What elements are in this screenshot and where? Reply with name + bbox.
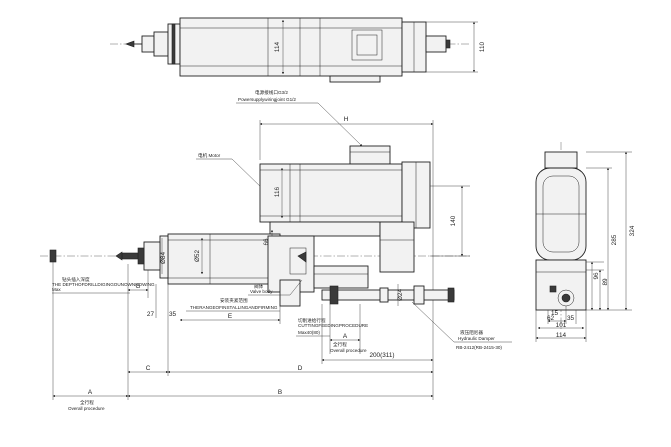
dim-D: D [298,365,303,372]
end-dim-96: 96 [593,272,600,280]
top-main-body [179,17,403,77]
valve-body-cn: 阀体 [254,283,264,290]
spindle-housing [167,233,281,285]
cutting-feed-en: CUTTINGFEEDINGPROCEDURE [298,323,368,328]
dim-52: Ø52 [194,250,201,263]
top-dim-114: 114 [274,41,281,52]
damper-model: RB-2412(RB-2415-30) [456,345,502,350]
junction-box [349,145,391,165]
end-dim-114: 114 [556,332,567,339]
dim-B: B [278,389,282,396]
end-dim-101: 101 [556,322,567,329]
cutting-feed-max: Max40(80) [298,330,320,335]
dim-24: Ø24 [397,289,404,302]
end-view: 285 324 96 89 15 62 35 101 114 [535,142,636,342]
drill-tip [125,40,135,48]
overall-inner-en: Overall procedure [330,348,367,353]
dim-G: G [136,283,141,290]
overall-cn: 全行程 [80,399,94,406]
top-view: 114 110 [110,17,486,83]
overall-inner-cn: 全行程 [333,341,347,348]
dim-140: 140 [450,215,457,226]
dim-35: 35 [169,311,177,318]
cutting-feed-cn: 切削进给行程 [298,317,326,324]
dim-A: A [88,389,93,396]
install-range-cn: 安装夹紧范围 [220,297,248,304]
dim-116: 116 [274,186,281,197]
power-joint-label-en: Powersupplywiringjoint G1/2 [238,97,296,102]
end-dim-35: 35 [567,315,575,322]
dim-A-inner: A [343,333,348,340]
install-range-en: THERANGEOFINSTALLINGANDFIRMING [190,305,278,310]
end-dim-324: 324 [629,225,636,236]
top-dim-110: 110 [479,41,486,52]
drill-depth-max: Max [52,287,61,292]
end-dim-15: 15 [551,310,559,317]
damper-cn: 液压阻尼器 [460,329,483,336]
dim-200: 200(311) [369,352,394,359]
dim-E: E [228,313,232,320]
dim-27: 27 [147,311,155,318]
damper-en: Hydraulic Damper [458,336,495,341]
valve-body-en: Valve body [250,289,273,294]
motor [259,163,403,223]
power-joint-label-cn: 电源接线口G3/2 [255,89,288,96]
overall-en: Overall procedure [68,406,105,411]
drill-depth-cn: 钻头插入深度 [62,276,90,283]
side-view: 电源接线口G3/2 Powersupplywiringjoint G1/2 H … [40,89,512,411]
dim-H: H [344,116,349,123]
end-dim-285: 285 [611,234,618,245]
motor-label: 电机 Motor [198,152,221,159]
dim-C: C [146,365,151,372]
dim-66: 66 [263,238,270,246]
dim-84: Ø84 [160,252,167,265]
drill-depth-en: THE DEPTHOFDRILLDIGINGOUNOWNNOWING [52,282,155,287]
end-dim-62: 62 [547,315,555,322]
drill-bit-sample [49,249,57,263]
end-dim-89: 89 [602,278,609,286]
